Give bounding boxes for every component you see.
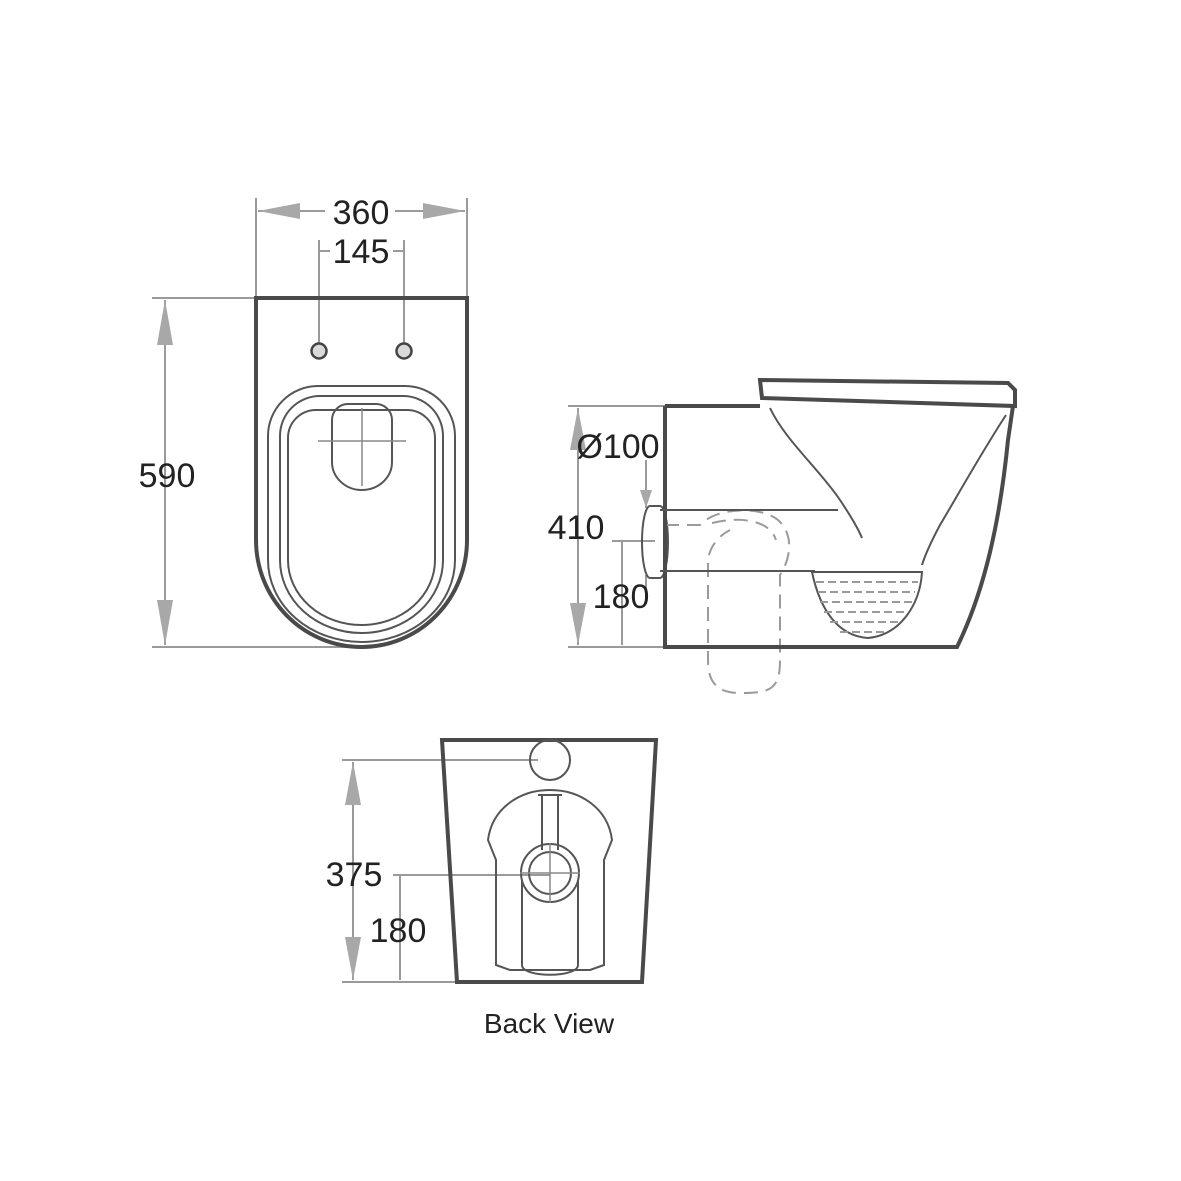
water-inlet-circle [529, 739, 571, 781]
bowl-opening-outline [287, 409, 436, 626]
water-trap-outline [810, 571, 924, 640]
back-view: 375 180 Back View [326, 738, 659, 1039]
side-view-body-outline [663, 404, 1015, 649]
back-channel-outline [521, 880, 579, 976]
seat-inner-outline [279, 395, 444, 634]
inlet-height-label: 375 [326, 856, 383, 894]
depth-dimension: 590 [139, 300, 196, 645]
width-dimension: 360 [258, 194, 465, 232]
depth-label: 590 [139, 457, 196, 495]
water-trap-hatch [816, 581, 918, 633]
pan-connector-dashed [665, 509, 791, 695]
width-label: 360 [333, 194, 390, 232]
back-slot-outline [538, 794, 562, 850]
height-dimension: 410 [548, 408, 605, 645]
side-view: 410 Ø100 180 [548, 377, 1017, 695]
bowl-interior-front [921, 414, 1007, 566]
back-view-body-outline [439, 738, 659, 984]
top-view-bowl-outline [254, 296, 469, 649]
water-outlet-outline [331, 403, 393, 491]
outlet-diameter-dimension: Ø100 [576, 428, 660, 600]
left-bolt-hole [310, 342, 328, 360]
top-view: 360 145 590 [139, 194, 469, 649]
outlet-diameter-label: Ø100 [576, 428, 659, 466]
height-label: 410 [548, 509, 605, 547]
bolt-spacing-dimension: 145 [319, 233, 404, 271]
back-outlet-height-label: 180 [370, 912, 427, 950]
back-cavity-outline [486, 788, 614, 971]
seat-outer-outline [267, 385, 456, 643]
bowl-interior-back [769, 407, 863, 539]
outlet-height-label: 180 [593, 578, 650, 616]
outlet-pipe-stub [641, 505, 669, 579]
right-bolt-hole [395, 342, 413, 360]
pan-connector-dashed-inner [711, 518, 777, 541]
back-view-caption: Back View [484, 1008, 615, 1039]
bolt-spacing-label: 145 [333, 233, 390, 271]
side-view-seat [757, 377, 1017, 409]
inlet-height-dimension: 375 [326, 762, 383, 980]
